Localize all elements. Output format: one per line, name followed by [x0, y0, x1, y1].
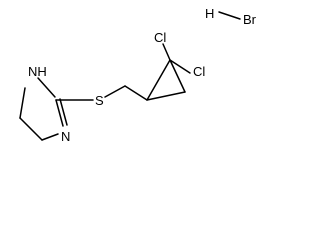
bond-ch2-cyclopropyl — [124, 85, 148, 101]
bond-c4-n3 — [41, 133, 59, 141]
bond-c3-c1 — [146, 91, 186, 101]
atom-br: Br — [243, 12, 257, 27]
bond-c2-n3-double — [59, 98, 68, 126]
dichlorocyclopropane-ring: Cl Cl — [146, 30, 205, 101]
bond-s-ch2 — [104, 85, 126, 98]
atom-n: N — [61, 129, 70, 144]
imidazoline-ring: NH N — [19, 64, 70, 144]
atom-h-hbr: H — [205, 6, 214, 21]
bond-c5-c4 — [19, 117, 43, 141]
bond-h-br — [218, 11, 241, 20]
thioether-linker: S — [55, 85, 148, 108]
atom-cl-2: Cl — [193, 64, 205, 79]
chemical-structure: H Br NH N S Cl Cl — [19, 6, 257, 144]
bond-c2-cl1 — [162, 43, 171, 61]
bond-c2-n3 — [55, 99, 64, 127]
bond-n1-c5 — [19, 87, 26, 119]
atom-s: S — [95, 93, 104, 108]
bond-c2-cl2 — [169, 59, 191, 74]
atom-nh: NH — [28, 64, 47, 79]
hydrogen-bromide: H Br — [205, 6, 257, 27]
atom-cl-1: Cl — [154, 30, 166, 45]
bond-c2-n1 — [37, 77, 56, 98]
bond-c1-c2 — [146, 59, 171, 101]
bond-c2-c3 — [169, 59, 186, 93]
